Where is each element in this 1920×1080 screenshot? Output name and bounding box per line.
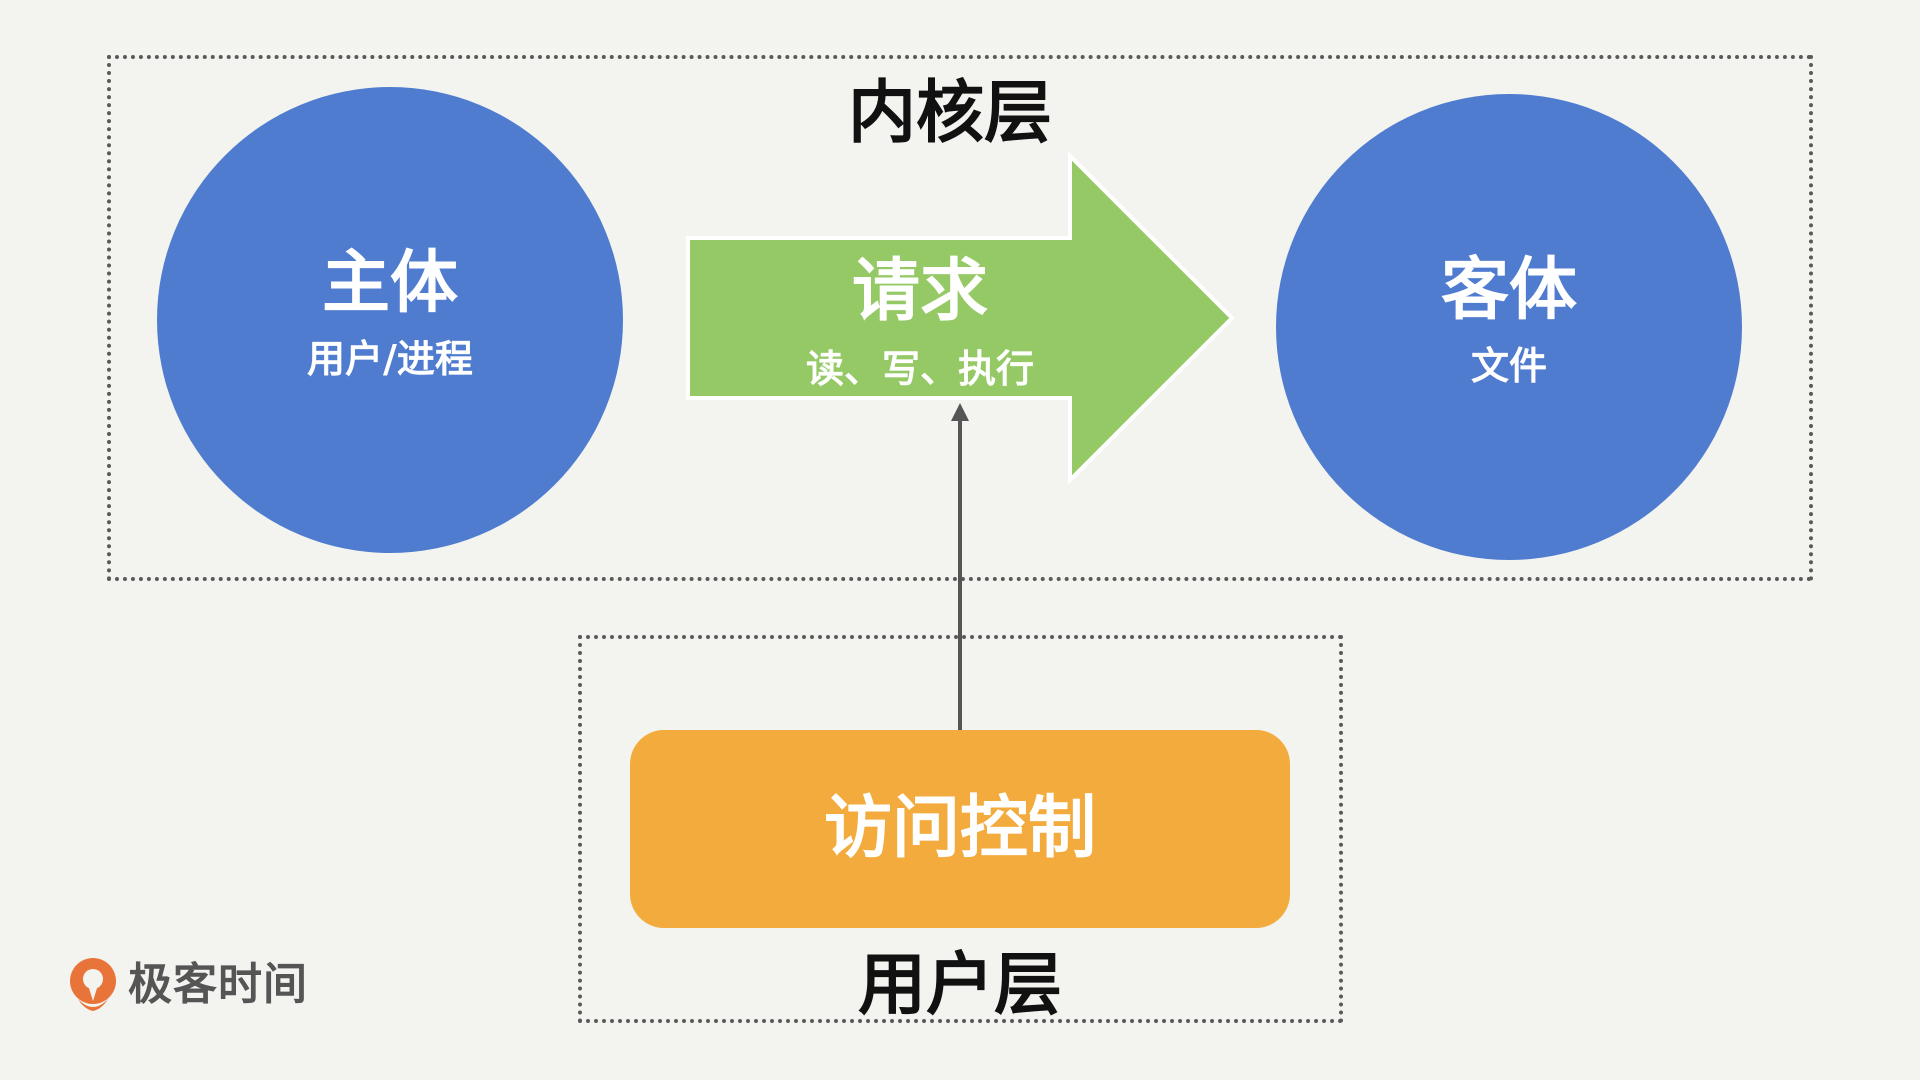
request-subtitle: 读、写、执行 — [805, 347, 1034, 391]
access-control-label: 访问控制 — [823, 789, 1096, 868]
access-control-box: 访问控制 — [630, 730, 1290, 928]
object-subtitle: 文件 — [1470, 344, 1547, 388]
request-title: 请求 — [851, 252, 988, 331]
geektime-logo-icon — [70, 958, 116, 1011]
brand-name: 极客时间 — [128, 959, 308, 1010]
request-arrow — [686, 151, 1235, 485]
access-control-connector-arrow — [951, 403, 969, 733]
user-layer-box — [578, 635, 1343, 1023]
subject-circle: 主体 用户/进程 — [157, 87, 623, 553]
object-circle: 客体 文件 — [1276, 94, 1742, 560]
request-arrow-shape — [686, 151, 1235, 485]
subject-title: 主体 — [321, 244, 458, 323]
object-title: 客体 — [1440, 251, 1577, 330]
connector-arrowhead — [951, 403, 969, 421]
brand-logo-group: 极客时间 — [66, 955, 308, 1015]
kernel-layer-label: 内核层 — [847, 74, 1052, 153]
user-layer-label: 用户层 — [857, 946, 1062, 1025]
subject-subtitle: 用户/进程 — [307, 337, 473, 381]
